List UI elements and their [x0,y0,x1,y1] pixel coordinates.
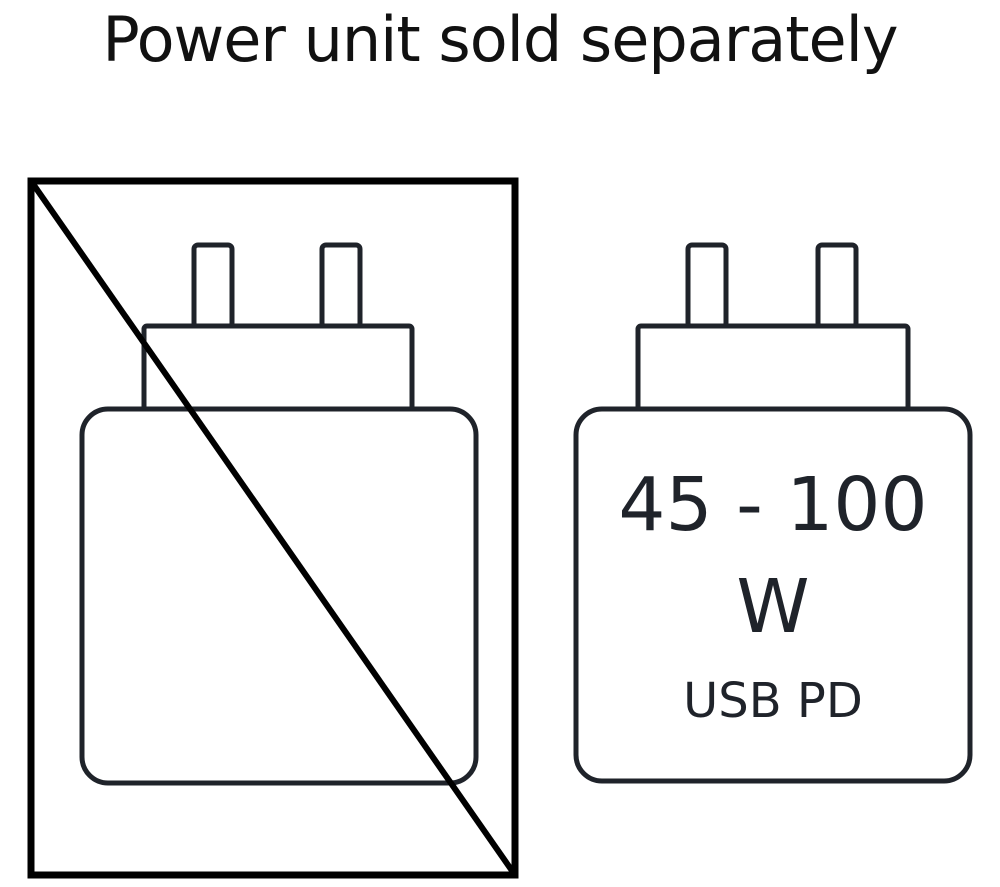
wattage-unit: W [736,564,810,650]
right-plug-neck [635,323,911,413]
strike-through-line [28,179,518,877]
charging-standard: USB PD [683,673,863,729]
right-charger-body [573,406,973,784]
wattage-range: 45 - 100 [618,462,928,548]
right-charger-icon [573,242,973,784]
right-prong-2 [815,242,859,330]
left-prong-2 [319,242,363,330]
left-charger-icon [79,242,479,786]
page-title: Power unit sold separately [102,3,898,76]
left-prong-1 [191,242,235,330]
left-charger-body [79,406,479,786]
prohibition-frame [27,177,519,879]
right-prong-1 [685,242,729,330]
crossed-out-charger [27,177,519,879]
